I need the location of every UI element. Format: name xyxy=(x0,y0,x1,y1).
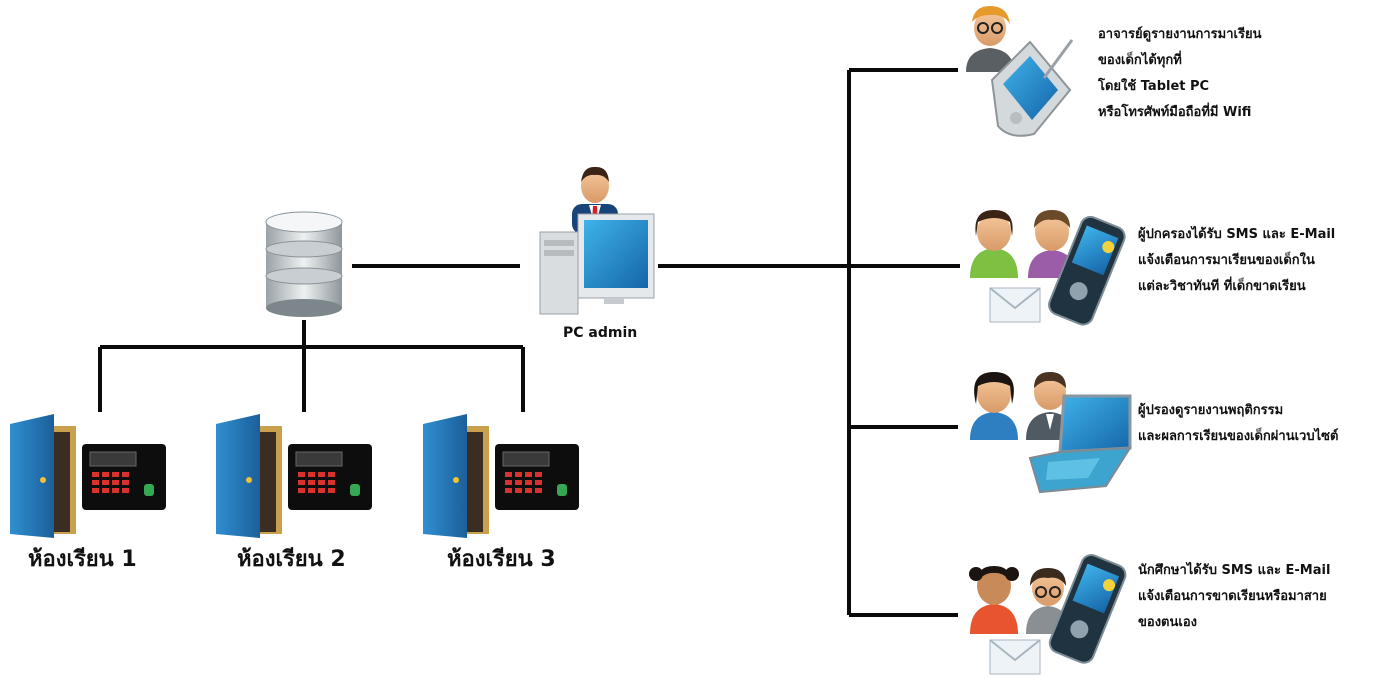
parents-description-line: ผู้ปกครองได้รับ SMS และ E-Mail xyxy=(1138,227,1336,242)
teacher-description-line: ของเด็กได้ทุกที่ xyxy=(1098,53,1182,68)
room-1-device xyxy=(10,414,166,538)
mail-icon xyxy=(989,287,1041,323)
guardians-description-line: ผู้ปรองดูรายงานพฤติกรรม xyxy=(1138,403,1284,418)
students-description: นักศึกษาได้รับ SMS และ E-Mail แจ้งเตือนก… xyxy=(1138,558,1330,636)
teacher-description-line: อาจารย์ดูรายงานการมาเรียน xyxy=(1098,27,1262,42)
connection-lines xyxy=(98,68,960,617)
parents-description: ผู้ปกครองได้รับ SMS และ E-Mail แจ้งเตือน… xyxy=(1138,222,1335,300)
pc-admin-label: PC admin xyxy=(563,325,638,341)
mail-icon xyxy=(989,639,1041,675)
parents-description-line: แต่ละวิชาทันที ที่เด็กขาดเรียน xyxy=(1138,279,1306,294)
room-3-device xyxy=(423,414,579,538)
students-description-line: แจ้งเตือนการขาดเรียนหรือมาสาย xyxy=(1138,589,1327,604)
guardians-description: ผู้ปรองดูรายงานพฤติกรรม และผลการเรียนของ… xyxy=(1138,398,1338,450)
room-2-label: ห้องเรียน 2 xyxy=(237,547,346,572)
guardians-description-line: และผลการเรียนของเด็กผ่านเวบไซต์ xyxy=(1138,429,1339,444)
students-description-line: ของตนเอง xyxy=(1138,615,1197,630)
parents-description-line: แจ้งเตือนการมาเรียนของเด็กใน xyxy=(1138,253,1315,268)
teacher-description: อาจารย์ดูรายงานการมาเรียน ของเด็กได้ทุกท… xyxy=(1098,22,1261,126)
parents-phone-icon xyxy=(970,210,1126,326)
students-description-line: นักศึกษาได้รับ SMS และ E-Mail xyxy=(1138,563,1331,578)
pc-admin-icon xyxy=(539,166,655,315)
room-1-label: ห้องเรียน 1 xyxy=(28,547,137,572)
guardians-laptop-icon xyxy=(970,372,1132,494)
students-phone-icon xyxy=(969,554,1127,675)
room-3-label: ห้องเรียน 3 xyxy=(447,547,556,572)
room-2-device xyxy=(216,414,372,538)
teacher-description-line: โดยใช้ Tablet PC xyxy=(1098,79,1210,94)
teacher-description-line: หรือโทรศัพท์มือถือที่มี Wifi xyxy=(1098,105,1252,120)
database-icon xyxy=(265,211,343,317)
teacher-tablet-icon xyxy=(966,6,1074,137)
